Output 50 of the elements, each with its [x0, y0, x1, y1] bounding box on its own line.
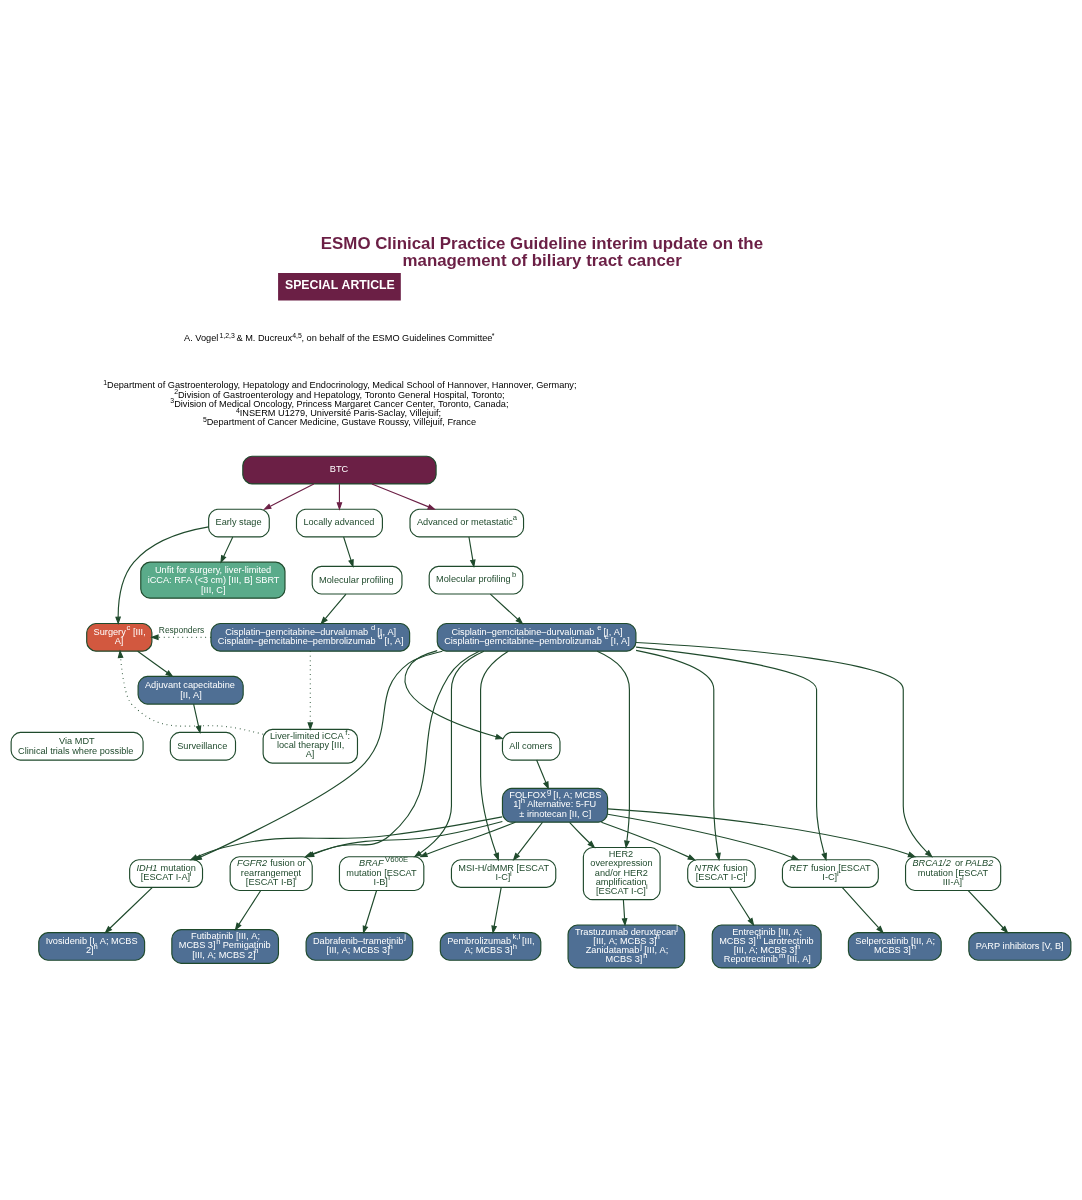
node-box: PARP inhibitors [V, B] — [968, 931, 1072, 961]
arrow — [607, 813, 800, 860]
arrow — [137, 650, 174, 677]
arrow — [607, 807, 917, 857]
node-box: BTC — [242, 455, 437, 484]
arrow — [104, 886, 153, 934]
arrow — [371, 482, 436, 510]
node-box: Early stage — [208, 508, 270, 537]
diagram-title: ESMO Clinical Practice Guideline interim update on the management of biliary tract cancer — [320, 233, 764, 270]
arrow — [220, 535, 234, 564]
arrow — [489, 593, 524, 625]
arrow — [419, 821, 516, 857]
node-box: Locally advanced — [295, 508, 383, 537]
arrow — [729, 886, 755, 926]
arrow — [234, 889, 262, 931]
arrow — [635, 649, 721, 861]
arrow — [512, 821, 544, 861]
arrow — [468, 535, 476, 568]
arrow — [967, 889, 1009, 934]
node-box: All comers — [501, 731, 561, 761]
arrow — [569, 821, 596, 849]
arrow — [117, 649, 264, 735]
arrow — [362, 889, 378, 934]
arrow — [343, 535, 354, 568]
arrow — [115, 525, 210, 625]
node-box: Unfit for surgery, liver-limited iCCA: RFA (<3 cm) [III, B] SBRT [III, C] — [140, 561, 286, 599]
arrow — [621, 898, 628, 927]
arrow — [150, 633, 212, 640]
node-box: Surveillance — [169, 731, 237, 761]
arrow — [336, 483, 343, 511]
arrow — [635, 646, 827, 861]
arrow — [193, 703, 202, 734]
arrow — [480, 650, 509, 861]
arrow — [413, 650, 485, 858]
arrow — [404, 649, 504, 739]
arrow — [635, 641, 933, 858]
label: A. Vogel$^{1,2,3}$ & M. Ducreux$^{4,5}$, on behalf of the ESMO Guidelines Committee$^{*}$ — [184, 331, 495, 343]
arrow — [841, 886, 885, 934]
node-box: Via MDT Clinical trials where possible — [10, 731, 144, 761]
arrow — [596, 650, 630, 849]
arrow — [262, 482, 315, 510]
arrow — [307, 650, 314, 731]
label: SPECIAL ARTICLE — [284, 277, 395, 292]
arrow — [491, 886, 502, 934]
arrow — [320, 593, 347, 625]
edge-label: Responders — [158, 624, 205, 635]
arrow — [600, 821, 697, 860]
node-box: Molecular profiling — [311, 565, 403, 595]
arrow — [536, 759, 549, 790]
node-box: Adjuvant capecitabine [II, A] — [137, 675, 244, 705]
